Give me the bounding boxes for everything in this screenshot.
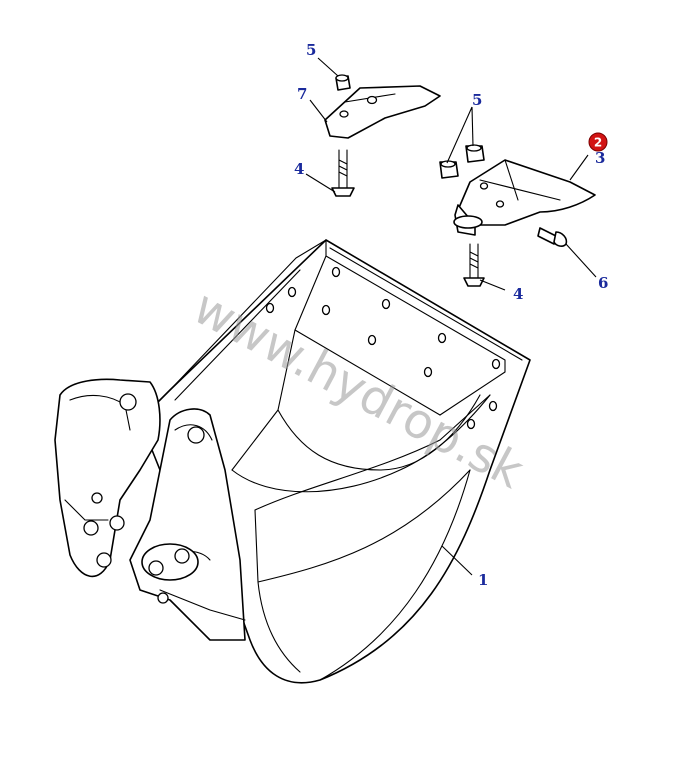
- bucket[interactable]: [54, 239, 531, 684]
- side-cutter[interactable]: [439, 144, 596, 287]
- callout-3[interactable]: 3: [595, 149, 605, 167]
- callout-6[interactable]: 6: [598, 274, 608, 292]
- callout-4-top-left[interactable]: 4: [294, 160, 304, 178]
- badge-circle: [588, 132, 608, 152]
- leader-lines: [305, 57, 597, 576]
- tooth-adapter[interactable]: [324, 74, 441, 197]
- callout-4-top-right[interactable]: 4: [513, 285, 523, 303]
- selection-badge[interactable]: 2: [588, 132, 608, 152]
- callout-7[interactable]: 7: [297, 85, 307, 103]
- callout-5-top-right[interactable]: 5: [472, 91, 482, 109]
- callout-1[interactable]: 1: [478, 571, 488, 589]
- badge-number: 2: [594, 136, 602, 150]
- callout-labels: 5 7 4 5 3 4 6 1: [294, 41, 608, 589]
- callout-5-top-left[interactable]: 5: [306, 41, 316, 59]
